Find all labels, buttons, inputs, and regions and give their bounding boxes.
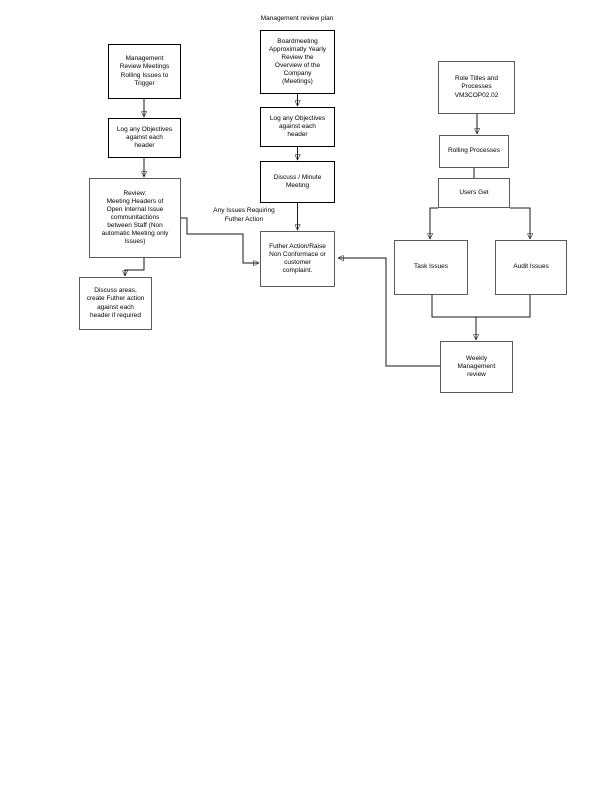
node-log-objectives-middle: Log any Objectives against each header <box>260 107 335 147</box>
node-task-issues: Task Issues <box>394 240 468 295</box>
node-review-meeting-headers: Review: Meeting Headers of Open Internal… <box>89 178 181 258</box>
node-log-objectives-left: Log any Objectives against each header <box>108 118 181 158</box>
node-users-get: Users Get <box>438 178 510 208</box>
edge-label-any-issues: Any Issues Requiring Futher Action <box>213 207 275 223</box>
node-discuss-areas: Discuss areas, create Futher action agai… <box>79 277 152 330</box>
node-futher-action-raise: Futher Action/Raise Non Conformace or cu… <box>260 231 335 287</box>
node-discuss-minute-meeting: Discuss / Minute Meeting <box>260 161 335 203</box>
edge-users-to-audit <box>510 207 530 239</box>
node-management-review-meetings: Management Review Meetings Rolling Issue… <box>108 44 181 99</box>
edge-users-to-task <box>430 207 438 239</box>
edge-review-to-futher-action <box>181 217 259 263</box>
edge-task-audit-join <box>431 295 531 318</box>
node-audit-issues: Audit Issues <box>495 240 567 295</box>
node-weekly-management-review: Weekly Management review <box>440 341 513 393</box>
node-boardmeeting: Boardmeeting Approximatly Yearly Review … <box>260 30 335 94</box>
node-rolling-processes: Rolling Processes <box>439 135 509 168</box>
diagram-title: Management review plan <box>260 15 334 22</box>
edge-review-to-discuss-areas <box>125 258 145 276</box>
node-role-titles-processes: Role Titles and Processes VM3COP02.02 <box>438 61 515 114</box>
